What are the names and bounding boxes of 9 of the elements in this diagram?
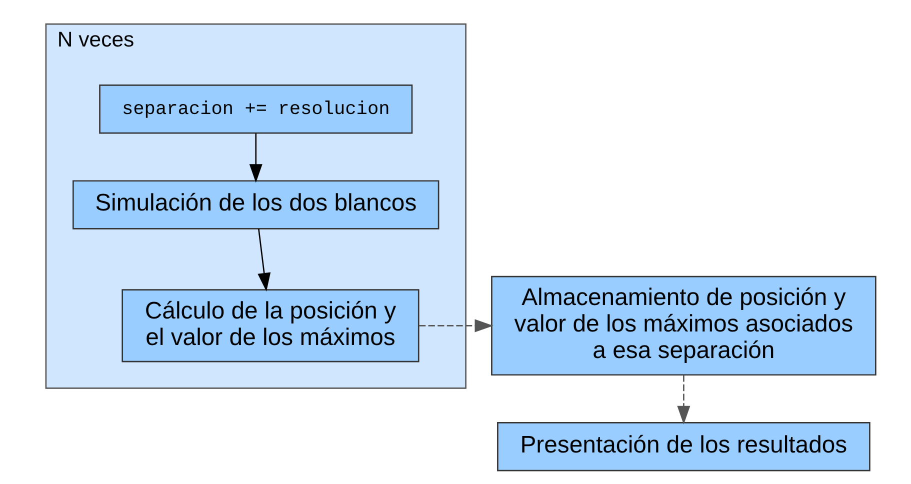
node-box: Almacenamiento de posición y valor de los máximos asociados a esa separación [491, 276, 876, 376]
arrow [677, 375, 690, 424]
node-box: Simulación de los dos blancos [72, 180, 440, 230]
arrow [249, 133, 262, 183]
node-box: separacion += resolucion [99, 84, 413, 134]
node-box: Cálculo de la posición y el valor de los máximos [122, 289, 420, 362]
node-box: Presentación de los resultados [497, 422, 870, 472]
arrow [419, 319, 494, 332]
arrow [258, 228, 271, 292]
